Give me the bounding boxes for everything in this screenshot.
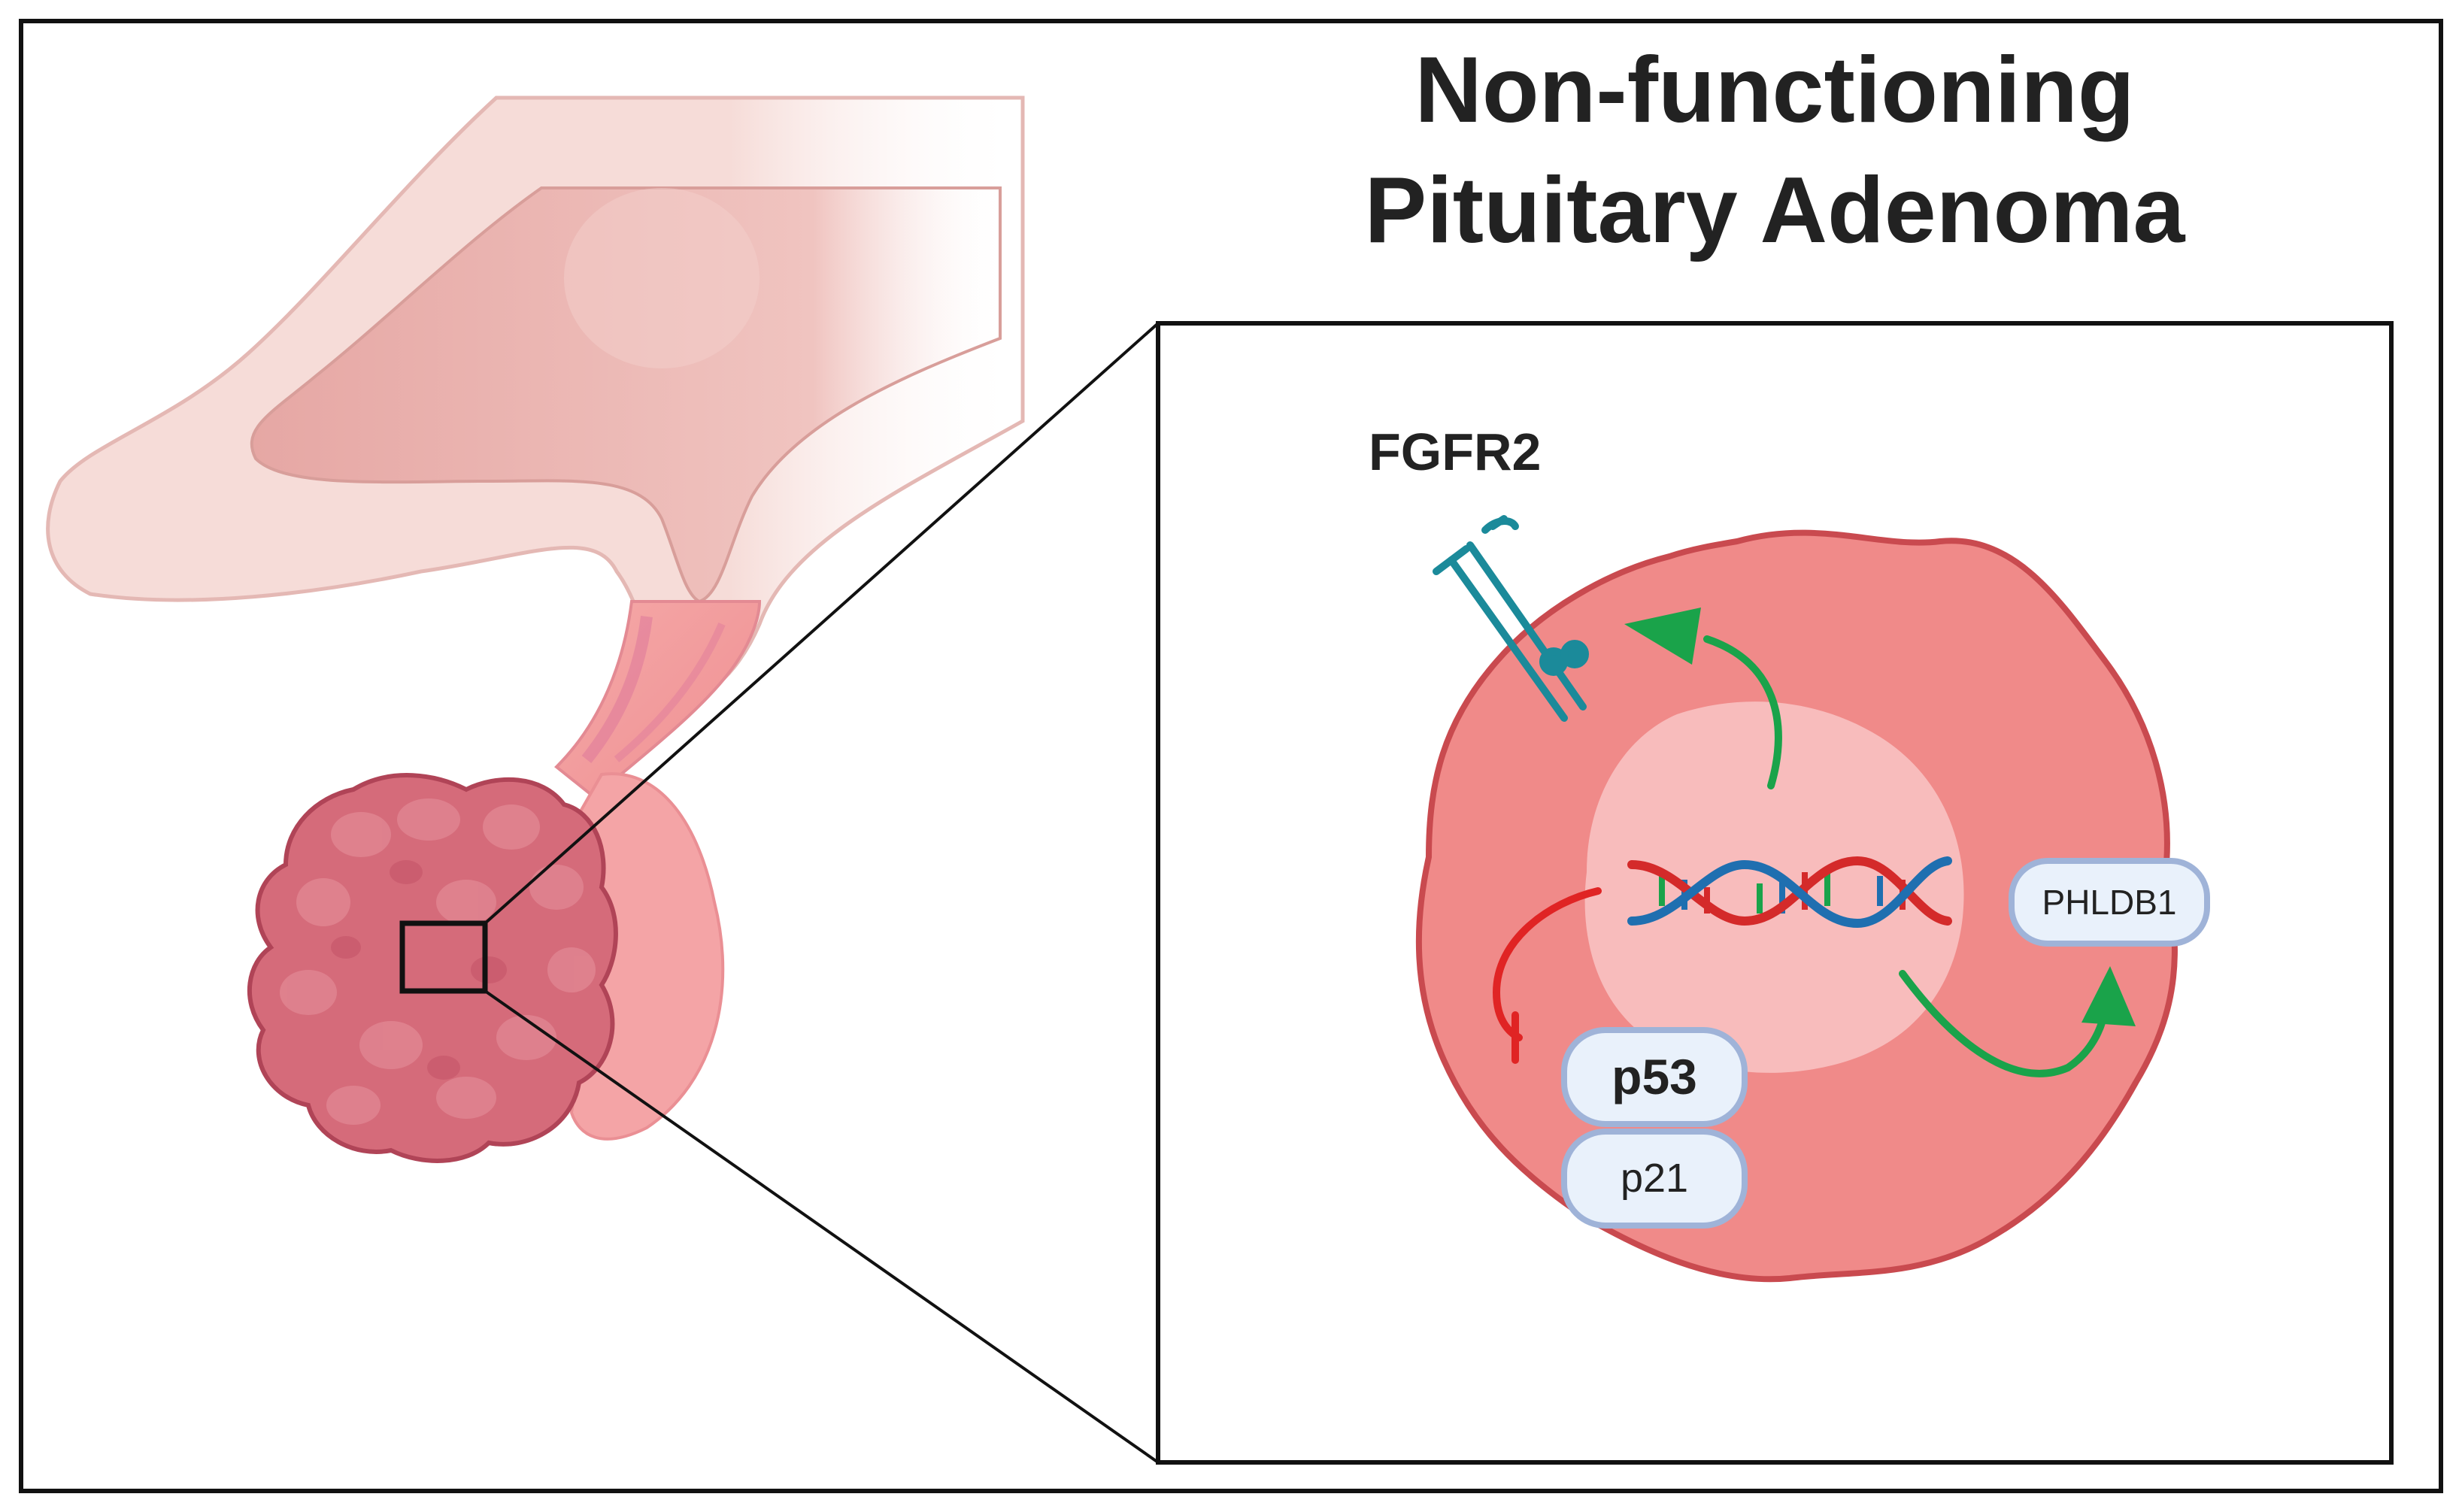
zoom-line-top [484, 322, 1160, 925]
brain-highlight [564, 188, 760, 368]
pituitary-stalk [554, 600, 762, 799]
phldb1-label: PHLDB1 [2042, 883, 2177, 922]
activation-arrow-to-phldb1 [1899, 966, 2136, 1077]
phldb1-protein: PHLDB1 [2009, 858, 2210, 947]
figure-title: Non-functioning Pituitary Adenoma [1218, 30, 2331, 271]
p53-protein: p53 [1561, 1027, 1748, 1127]
p21-protein: p21 [1561, 1129, 1748, 1229]
dna-helix-icon [1627, 856, 1952, 929]
title-line-2: Pituitary Adenoma [1364, 159, 2185, 262]
fgfr2-receptor-icon [1433, 515, 1589, 722]
inhibition-arrow-to-p53 [1492, 887, 1602, 1064]
zoom-line-bottom [484, 989, 1160, 1464]
fgfr2-label: FGFR2 [1369, 423, 1541, 481]
adenoma-tumor [247, 773, 618, 1163]
outer-frame [19, 19, 2443, 1493]
hypothalamus-region [250, 186, 1002, 604]
zoom-region-box [399, 920, 488, 994]
p53-label: p53 [1612, 1049, 1697, 1104]
activation-arrow-to-fgfr2 [1624, 608, 1782, 789]
brain-hypothalamus-illustration [46, 95, 1025, 697]
cell-nucleus [1584, 701, 1964, 1073]
title-line-1: Non-functioning [1414, 38, 2135, 142]
p21-label: p21 [1621, 1156, 1688, 1201]
